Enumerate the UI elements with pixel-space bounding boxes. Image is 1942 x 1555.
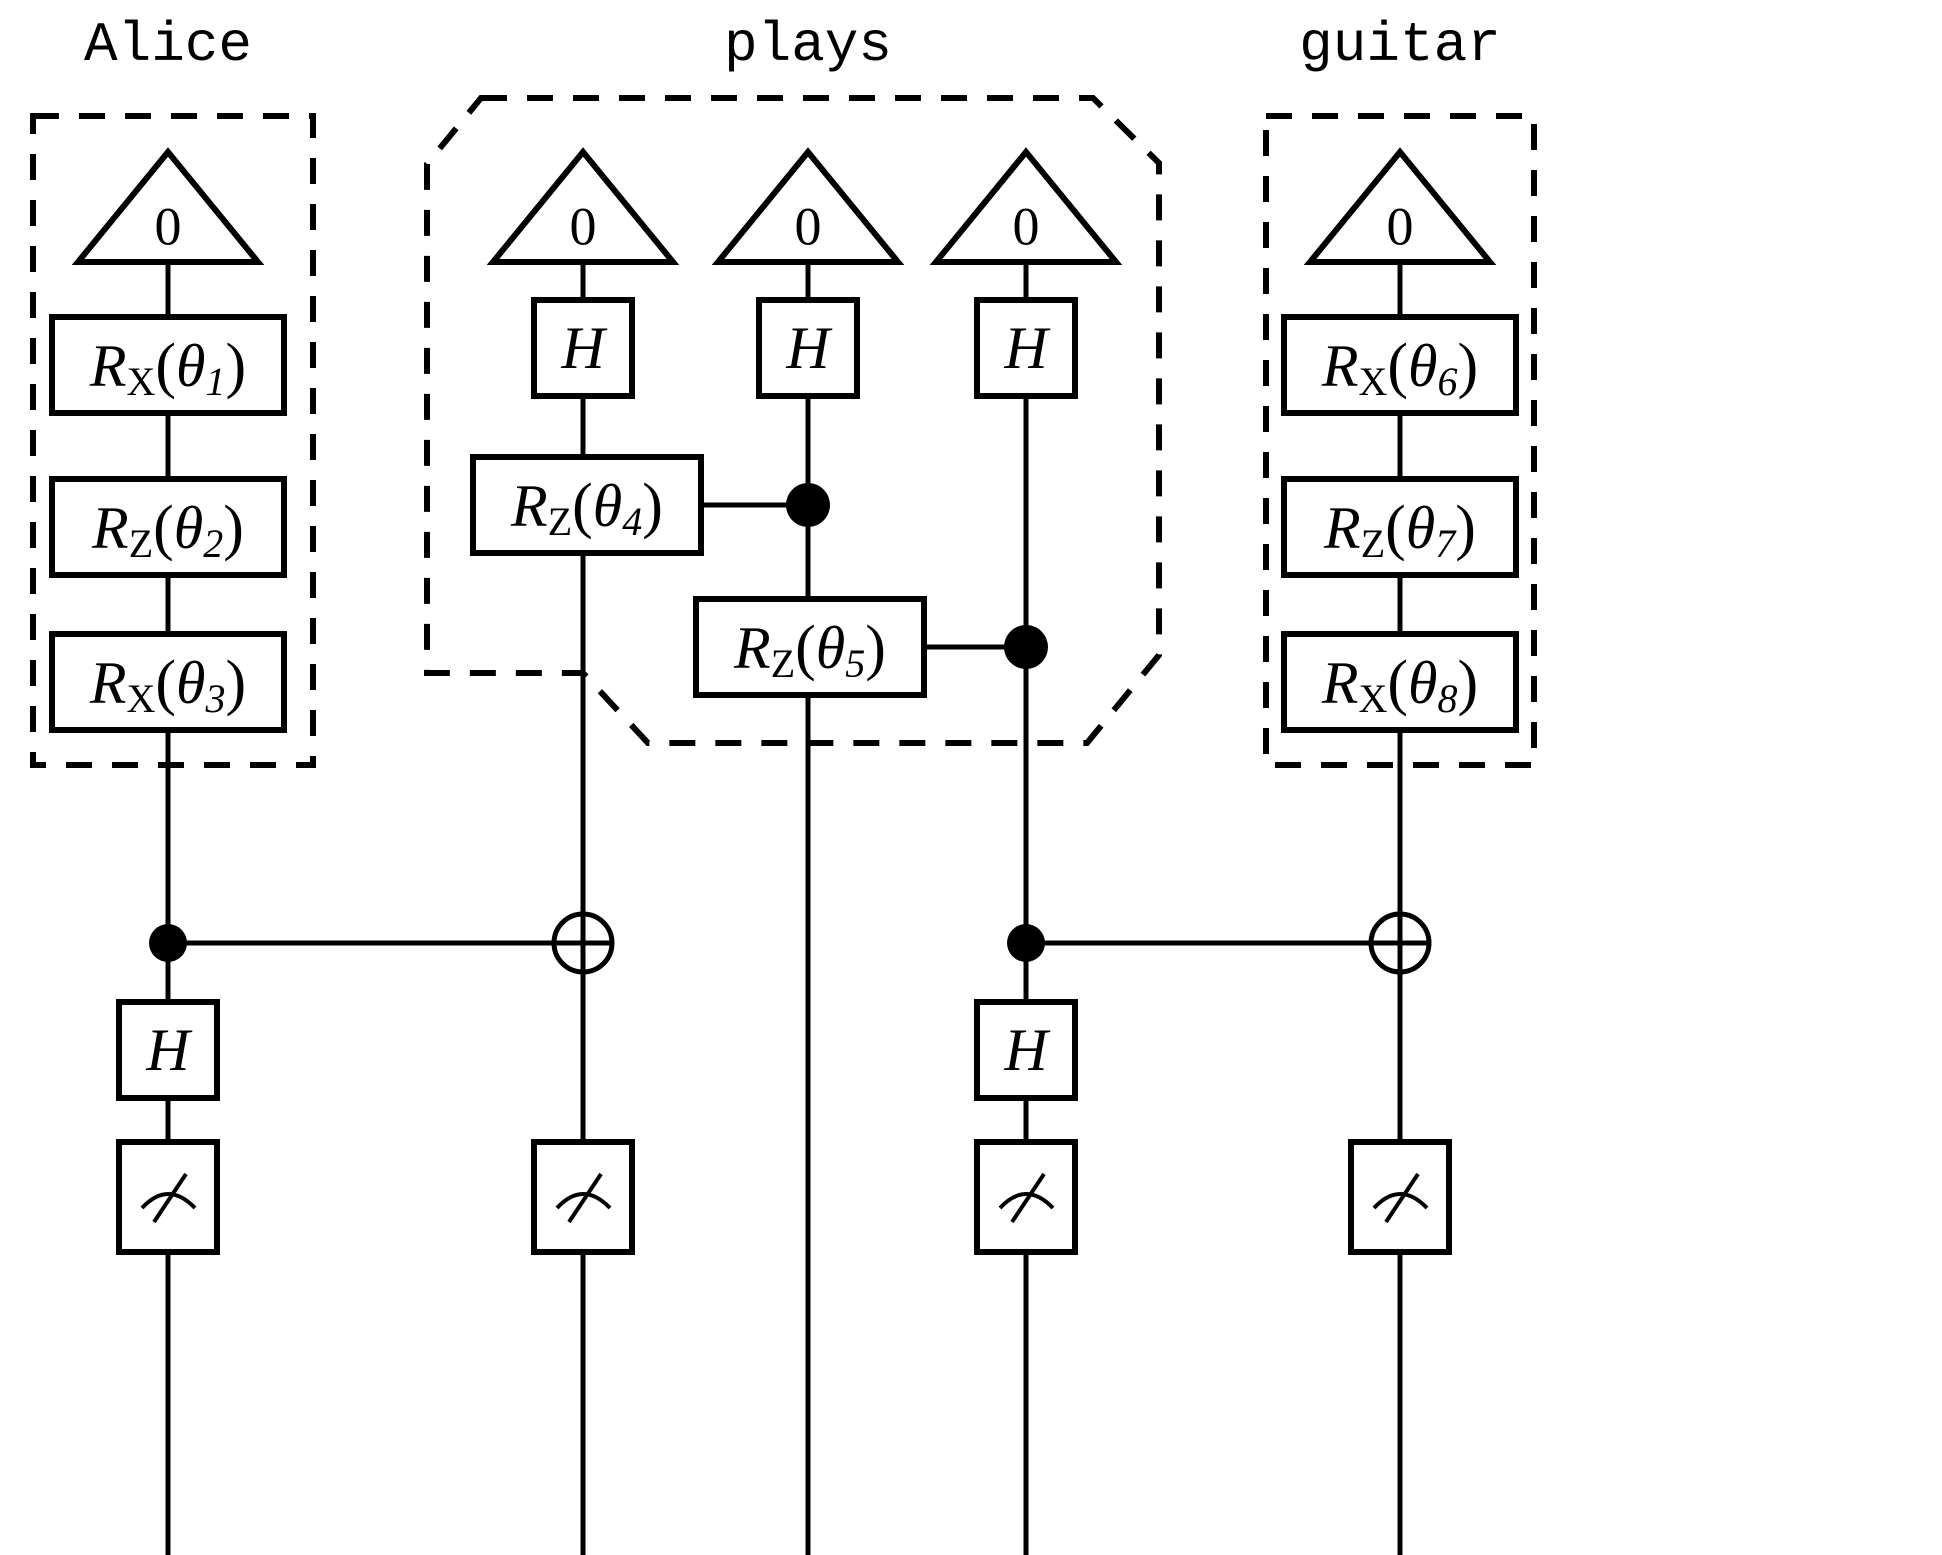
wire-layer [165, 262, 1403, 1555]
gate-layer: RX(θ1) RZ(θ2) RX(θ3) H [49, 297, 1519, 733]
meter-needle-icon [1010, 1172, 1046, 1224]
init-state-q1: 0 [486, 147, 680, 265]
measurement-box[interactable] [116, 1139, 220, 1255]
init-triangle-icon [711, 147, 905, 265]
gate-h-q0-lower[interactable]: H [116, 999, 220, 1101]
gate-label: RZ(θ7) [1323, 494, 1476, 566]
gate-rz-theta4[interactable]: RZ(θ4) [470, 454, 704, 556]
gate-box[interactable] [1281, 631, 1519, 733]
init-state-q4: 0 [1303, 147, 1497, 265]
gate-label: H [560, 315, 608, 381]
gate-box[interactable] [49, 476, 287, 578]
gate-label: H [145, 1017, 193, 1083]
measurement-q4[interactable] [1348, 1139, 1452, 1255]
dashed-region-guitar [1263, 113, 1537, 768]
meter-arc-icon [1372, 1192, 1429, 1210]
measurement-box[interactable] [531, 1139, 635, 1255]
control-dot-cnot-q0[interactable] [149, 924, 187, 962]
gate-label: RZ(θ5) [733, 614, 886, 686]
meter-needle-icon [1384, 1172, 1420, 1224]
gate-box[interactable] [974, 999, 1078, 1101]
dashed-region-plays [424, 95, 1162, 746]
word-label-guitar: guitar [1299, 13, 1501, 77]
init-triangle-icon [1303, 147, 1497, 265]
gate-rz-theta2[interactable]: RZ(θ2) [49, 476, 287, 578]
word-label-layer: Alice plays guitar [84, 13, 1501, 77]
gate-label: RX(θ1) [89, 332, 246, 404]
gate-box[interactable] [116, 999, 220, 1101]
lower-hadamard-layer: H H [116, 999, 1078, 1101]
gate-rz-theta5[interactable]: RZ(θ5) [693, 596, 927, 698]
init-label-q1: 0 [570, 196, 597, 256]
gate-box[interactable] [531, 297, 635, 399]
cnot-target-q4[interactable] [1368, 911, 1432, 975]
gate-rx-theta3[interactable]: RX(θ3) [49, 631, 287, 733]
gate-h-q3[interactable]: H [974, 297, 1078, 399]
gate-box[interactable] [756, 297, 860, 399]
init-state-q2: 0 [711, 147, 905, 265]
gate-rx-theta6[interactable]: RX(θ6) [1281, 314, 1519, 416]
init-label-q2: 0 [795, 196, 822, 256]
init-state-q3: 0 [929, 147, 1123, 265]
meter-arc-icon [140, 1192, 197, 1210]
gate-box[interactable] [1281, 314, 1519, 416]
measurement-q0[interactable] [116, 1139, 220, 1255]
init-triangle-icon [71, 147, 265, 265]
gate-label: H [785, 315, 833, 381]
gate-rz-theta7[interactable]: RZ(θ7) [1281, 476, 1519, 578]
gate-rx-theta1[interactable]: RX(θ1) [49, 314, 287, 416]
measurement-box[interactable] [974, 1139, 1078, 1255]
gate-box[interactable] [49, 314, 287, 416]
init-triangle-icon [486, 147, 680, 265]
init-label-q4: 0 [1387, 196, 1414, 256]
gate-h-q3-lower[interactable]: H [974, 999, 1078, 1101]
init-state-layer: 0 0 0 0 0 [71, 147, 1497, 265]
gate-h-q1[interactable]: H [531, 297, 635, 399]
gate-box[interactable] [1281, 476, 1519, 578]
meter-needle-icon [152, 1172, 188, 1224]
measurement-q3[interactable] [974, 1139, 1078, 1255]
gate-box[interactable] [470, 454, 704, 556]
init-state-q0: 0 [71, 147, 265, 265]
init-triangle-icon [929, 147, 1123, 265]
init-label-q3: 0 [1013, 196, 1040, 256]
dashed-region-layer [30, 95, 1537, 768]
control-dot-q2-rz4[interactable] [786, 483, 830, 527]
word-label-plays: plays [724, 13, 892, 77]
init-label-q0: 0 [155, 196, 182, 256]
meter-arc-icon [555, 1192, 612, 1210]
measurement-q1[interactable] [531, 1139, 635, 1255]
gate-rx-theta8[interactable]: RX(θ8) [1281, 631, 1519, 733]
meter-arc-icon [998, 1192, 1055, 1210]
control-dot-q3-rz5[interactable] [1004, 625, 1048, 669]
gate-box[interactable] [693, 596, 927, 698]
control-dot-layer [149, 483, 1048, 962]
gate-box[interactable] [49, 631, 287, 733]
gate-box[interactable] [974, 297, 1078, 399]
cnot-layer [168, 911, 1432, 975]
gate-label: H [1003, 315, 1051, 381]
gate-label: RZ(θ4) [510, 472, 663, 544]
gate-label: H [1003, 1017, 1051, 1083]
dashed-region-alice [30, 113, 316, 768]
gate-h-q2[interactable]: H [756, 297, 860, 399]
measurement-box[interactable] [1348, 1139, 1452, 1255]
measurement-layer [116, 1139, 1452, 1255]
meter-needle-icon [567, 1172, 603, 1224]
cnot-target-q1[interactable] [551, 911, 615, 975]
control-dot-cnot-q3[interactable] [1007, 924, 1045, 962]
word-label-alice: Alice [84, 13, 252, 77]
